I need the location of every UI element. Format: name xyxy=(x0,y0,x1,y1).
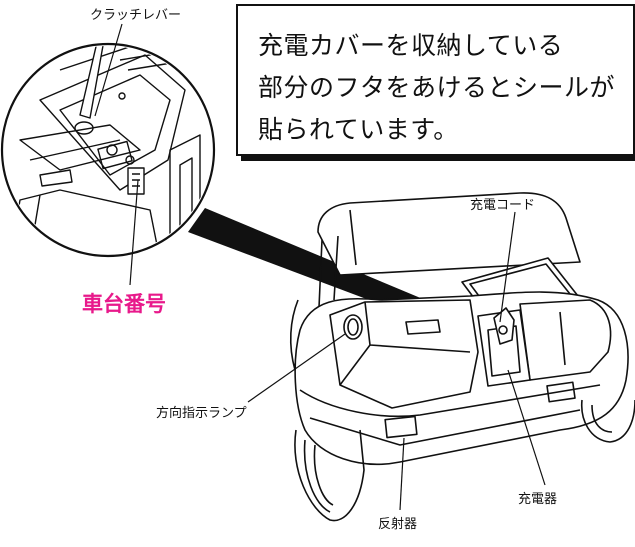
leader-charger xyxy=(507,369,546,486)
turn-signal-label: 方向指示ランプ xyxy=(156,406,247,421)
scooter-illustration xyxy=(289,192,635,522)
callout-line-2: 部分のフタをあけるとシールが xyxy=(258,73,616,102)
clutch-lever-label: クラッチレバー xyxy=(90,8,182,23)
leader-reflector xyxy=(399,437,405,511)
reflector-label: 反射器 xyxy=(378,517,418,532)
frame-number-label: 車台番号 xyxy=(82,292,166,316)
callout-line-3: 貼られています。 xyxy=(258,115,459,144)
leader-charging-cord xyxy=(499,211,516,323)
charging-cord-label: 充電コード xyxy=(470,198,536,213)
leader-lines xyxy=(94,23,546,511)
leader-frame-number xyxy=(129,179,139,286)
charger-label: 充電器 xyxy=(518,492,558,507)
callout-box: 充電カバーを収納している 部分のフタをあけるとシールが 貼られています。 xyxy=(236,4,635,156)
leader-clutch-lever xyxy=(94,23,123,117)
callout-line-1: 充電カバーを収納している xyxy=(258,31,564,60)
leader-turn-signal xyxy=(247,333,346,403)
magnified-detail xyxy=(0,42,216,258)
